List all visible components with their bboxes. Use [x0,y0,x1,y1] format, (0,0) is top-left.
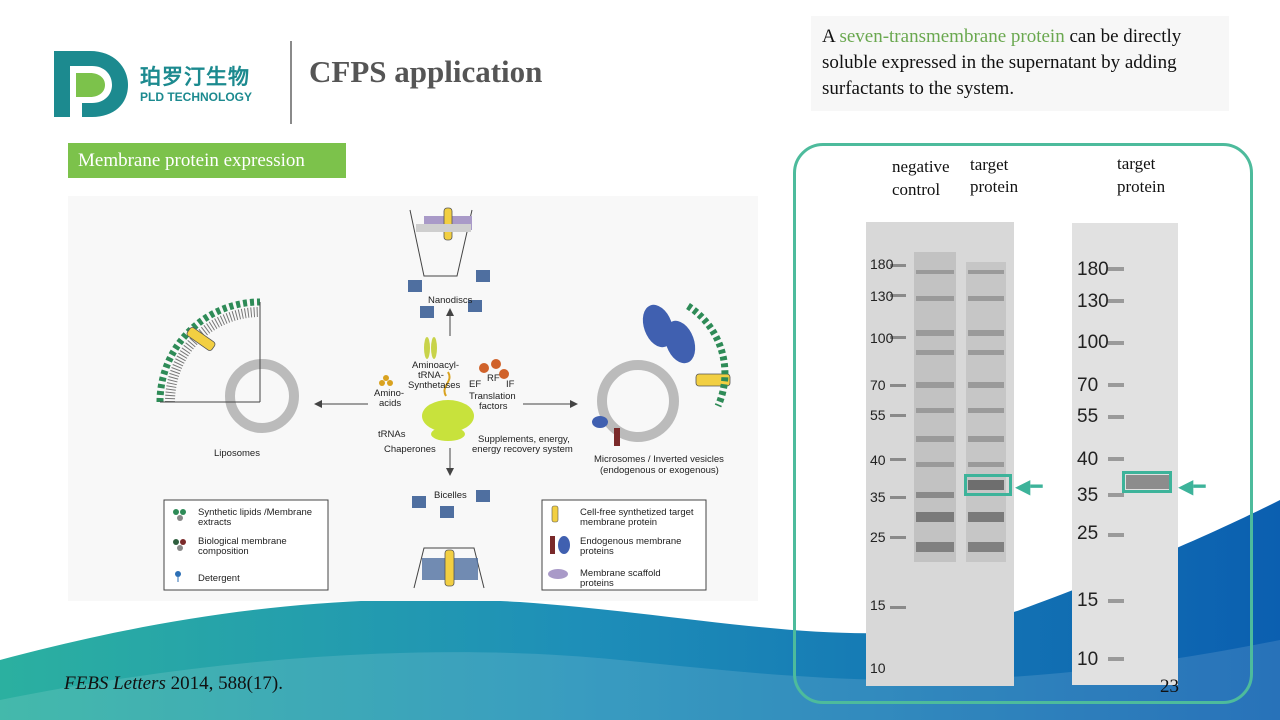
gel1-bands [866,222,1014,686]
label-chaperones: Chaperones [384,444,436,455]
cfps-diagram-figure: Nanodiscs Aminoacyl- tRNA- Synthetases A… [156,207,731,591]
label-aminoacyl-2: tRNA- [418,370,444,381]
gel2-header-2: protein [1117,177,1166,196]
legend-right-2a: Endogenous membrane [580,536,681,547]
citation: FEBS Letters 2014, 588(17). [64,673,283,695]
gel1-marker-55: 55 [870,407,886,423]
gel2-marker-70: 70 [1077,375,1099,396]
gel1-marker-15: 15 [870,597,886,613]
gel1-marker-40: 40 [870,452,886,468]
gel1-marker-70: 70 [870,377,886,393]
header-divider [290,41,292,124]
gel2-header-1: target [1117,154,1156,173]
gel1-target-band-highlight [964,474,1012,496]
citation-details: 2014, 588(17). [165,673,284,694]
label-trnas: tRNAs [378,429,406,440]
gel2-marker-180: 180 [1077,259,1109,280]
label-rf: RF [487,373,500,384]
label-bicelles: Bicelles [434,490,467,501]
legend-left-3: Detergent [198,573,240,584]
gel2-target-band-highlight [1122,471,1172,493]
gel2-marker-130: 130 [1077,291,1109,312]
label-factors-1: Translation [469,391,516,402]
label-supplements-1: Supplements, energy, [478,434,570,445]
label-factors-2: factors [479,401,508,412]
pld-logo-icon [52,47,128,119]
gel1-marker-180: 180 [870,256,894,272]
label-microsomes-2: (endogenous or exogenous) [600,465,719,476]
left-arrow-icon: ◀━ [1015,474,1043,498]
legend-left-2a: Biological membrane [198,536,287,547]
section-tag: Membrane protein expression [68,143,346,178]
label-aminoacyl-3: Synthetases [408,380,461,391]
callout-highlight: seven-transmembrane protein [839,26,1065,47]
gel2-marker-100: 100 [1077,332,1109,353]
gel1-marker-25: 25 [870,529,886,545]
slide-title: CFPS application [309,54,543,89]
gel2-image [1072,223,1178,685]
gel1-marker-35: 35 [870,489,886,505]
gel2-marker-35: 35 [1077,485,1099,506]
brand-name-cn: 珀罗汀生物 [140,65,250,89]
legend-right-1b: membrane protein [580,517,657,528]
gel1-marker-130: 130 [870,288,894,304]
legend-left-2b: composition [198,546,249,557]
label-microsomes-1: Microsomes / Inverted vesicles [594,454,724,465]
citation-journal: FEBS Letters [64,673,166,694]
legend-left-1b: extracts [198,517,232,528]
left-arrow-icon: ◀━ [1178,474,1206,498]
label-ef: EF [469,379,481,390]
gel2-marker-15: 15 [1077,590,1099,611]
label-amino-2: acids [379,398,401,409]
gel1-header-target-1: target [970,155,1009,174]
gel1-header-negative-2: control [892,180,941,199]
legend-right-3a: Membrane scaffold [580,568,661,579]
callout-suffix: can be directly soluble expressed in the… [822,26,1182,99]
label-nanodiscs: Nanodiscs [428,295,473,306]
legend-left-1a: Synthetic lipids /Membrane [198,507,312,518]
gel1-header-target-2: protein [970,177,1019,196]
gel1-marker-100: 100 [870,330,894,346]
callout-text: A seven-transmembrane protein can be dir… [822,24,1229,102]
legend-right-1a: Cell-free synthetized target [580,507,694,518]
gel1-image [866,222,1014,686]
gel1-header-negative-1: negative [892,157,950,176]
gel2-marker-25: 25 [1077,523,1099,544]
callout-box: A seven-transmembrane protein can be dir… [811,16,1229,111]
gel2-marker-10: 10 [1077,649,1099,670]
label-liposomes: Liposomes [214,448,260,459]
gel2-bands [1072,223,1178,685]
label-supplements-2: energy recovery system [472,444,573,455]
gel2-marker-40: 40 [1077,449,1099,470]
label-aminoacyl-1: Aminoacyl- [412,360,459,371]
brand-name-en: PLD TECHNOLOGY [140,90,253,104]
legend-right-3b: proteins [580,578,614,589]
cfps-diagram: Nanodiscs Aminoacyl- tRNA- Synthetases A… [68,196,758,601]
company-logo: 珀罗汀生物 PLD TECHNOLOGY [52,47,267,119]
label-if: IF [506,379,515,390]
page-number: 23 [1160,676,1179,697]
legend-right-2b: proteins [580,546,614,557]
gel-frame [793,143,1253,704]
label-amino-1: Amino- [374,388,404,399]
gel1-marker-10: 10 [870,660,886,676]
gel2-marker-55: 55 [1077,406,1099,427]
callout-prefix: A [822,26,840,47]
